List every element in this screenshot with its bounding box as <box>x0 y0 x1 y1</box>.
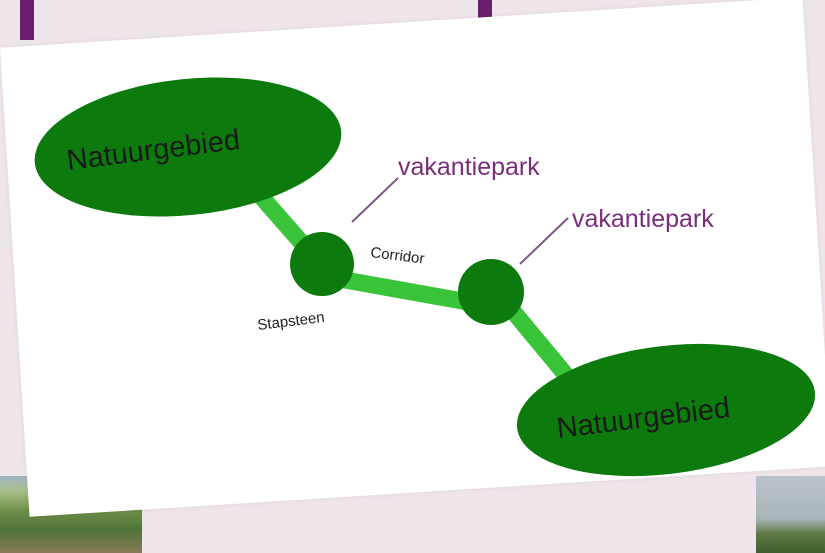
callout-line-2 <box>519 217 569 265</box>
stepping-stone-2 <box>458 259 524 325</box>
stepping-stone-label: Stapsteen <box>256 309 325 334</box>
corridor-link-top <box>251 187 315 256</box>
stepping-stone-1 <box>290 232 354 296</box>
accent-bar-left <box>20 0 34 40</box>
corridor-label: Corridor <box>370 244 426 267</box>
nature-area-top <box>34 77 342 217</box>
nature-area-bottom <box>516 343 816 477</box>
corridor-links <box>251 187 587 398</box>
corridor-link-middle <box>343 271 470 311</box>
callout-vakantiepark-2: vakantiepark <box>572 205 714 233</box>
callout-vakantiepark-1: vakantiepark <box>398 153 540 181</box>
callout-line-1 <box>351 177 399 223</box>
landscape-photo-right <box>756 476 825 553</box>
